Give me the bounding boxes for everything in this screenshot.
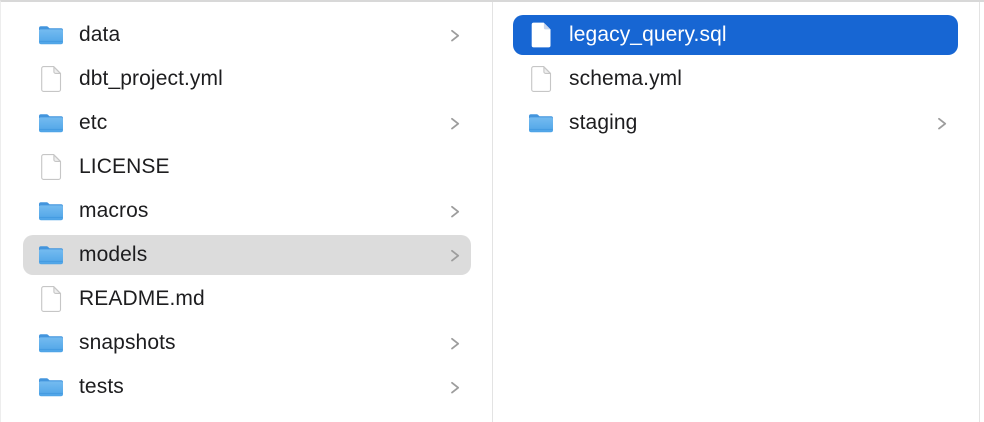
- folder-icon: [37, 109, 65, 137]
- file-row-staging[interactable]: staging: [513, 103, 958, 143]
- folder-icon: [37, 197, 65, 225]
- chevron-right-icon: [449, 246, 461, 265]
- chevron-right-icon: [449, 378, 461, 397]
- file-row-label: macros: [79, 199, 149, 222]
- file-icon: [527, 65, 555, 93]
- column-models-folder: legacy_query.sql schema.yml staging: [493, 2, 980, 422]
- file-row-license[interactable]: LICENSE: [23, 147, 471, 187]
- folder-icon: [37, 241, 65, 269]
- file-row-label: LICENSE: [79, 155, 170, 178]
- file-row-label: models: [79, 243, 148, 266]
- file-row-schema-yml[interactable]: schema.yml: [513, 59, 958, 99]
- chevron-right-icon: [449, 202, 461, 221]
- file-row-label: staging: [569, 111, 638, 134]
- file-icon: [37, 285, 65, 313]
- file-row-label: schema.yml: [569, 67, 683, 90]
- file-row-legacy-query-sql[interactable]: legacy_query.sql: [513, 15, 958, 55]
- file-row-snapshots[interactable]: snapshots: [23, 323, 471, 363]
- folder-icon: [527, 109, 555, 137]
- file-icon: [527, 21, 555, 49]
- folder-icon: [37, 373, 65, 401]
- folder-icon: [37, 21, 65, 49]
- file-row-models[interactable]: models: [23, 235, 471, 275]
- file-row-label: etc: [79, 111, 108, 134]
- chevron-right-icon: [449, 334, 461, 353]
- chevron-right-icon: [449, 114, 461, 133]
- file-row-readme-md[interactable]: README.md: [23, 279, 471, 319]
- file-row-label: legacy_query.sql: [569, 23, 727, 46]
- file-row-etc[interactable]: etc: [23, 103, 471, 143]
- file-row-label: snapshots: [79, 331, 176, 354]
- file-icon: [37, 65, 65, 93]
- chevron-right-icon: [449, 26, 461, 45]
- chevron-right-icon: [936, 114, 948, 133]
- file-row-label: tests: [79, 375, 124, 398]
- folder-icon: [37, 329, 65, 357]
- file-row-label: data: [79, 23, 121, 46]
- file-row-macros[interactable]: macros: [23, 191, 471, 231]
- file-row-label: README.md: [79, 287, 205, 310]
- file-icon: [37, 153, 65, 181]
- file-row-label: dbt_project.yml: [79, 67, 223, 90]
- file-row-dbt-project-yml[interactable]: dbt_project.yml: [23, 59, 471, 99]
- file-row-tests[interactable]: tests: [23, 367, 471, 407]
- file-row-data[interactable]: data: [23, 15, 471, 55]
